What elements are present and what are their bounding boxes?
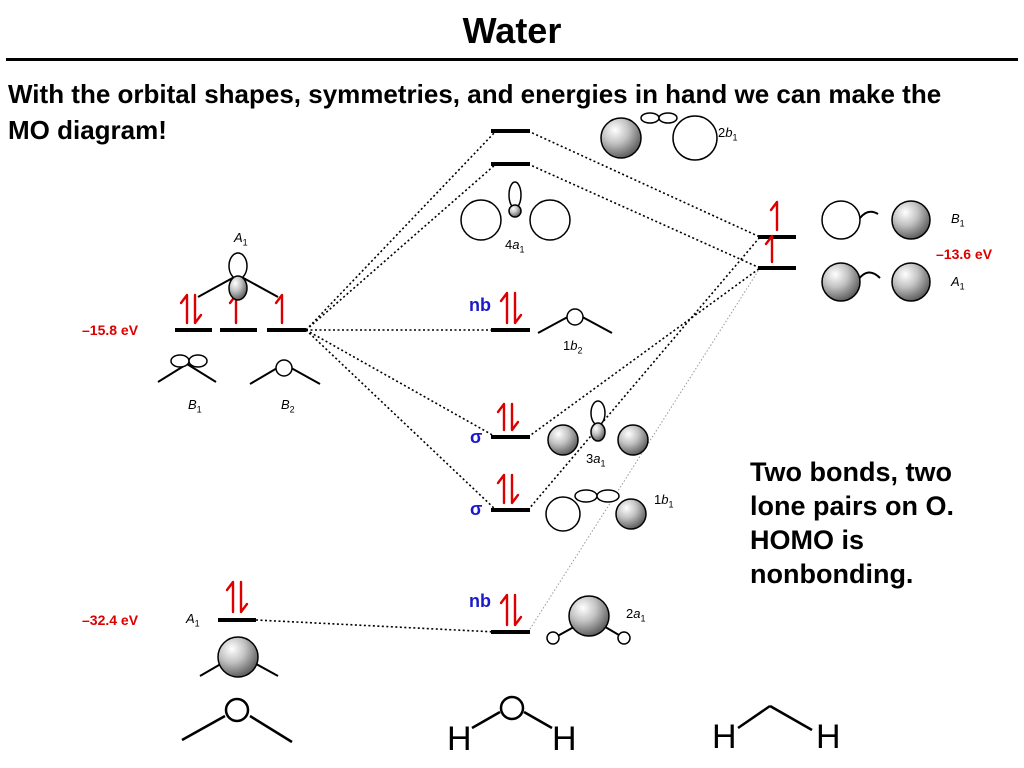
- mo-2a1-orbital-icon: [546, 595, 631, 645]
- o-b1-label: B1: [188, 397, 202, 415]
- o-a1-p-orbital-icon: [197, 252, 279, 301]
- electron-arrows: [179, 200, 779, 627]
- title-rule: [6, 58, 1018, 61]
- h-energy-label: –13.6 eV: [936, 246, 993, 262]
- h2-h-left-label: H: [712, 718, 737, 756]
- mo-1b1-label: 1b1: [654, 492, 674, 510]
- o-2s-orbital-icon: [199, 636, 279, 678]
- water-h-right-label: H: [552, 720, 577, 758]
- electron-arrow-o-b2: [274, 293, 284, 325]
- mo-1b2-tag: nb: [469, 295, 491, 315]
- water-molecule-icon: [471, 695, 553, 730]
- mo-1b1-tag: σ: [470, 499, 483, 519]
- water-h-left-label: H: [447, 720, 472, 758]
- electron-arrow-h-a1: [764, 234, 774, 264]
- oxygen-fragment-icon: [181, 697, 293, 744]
- mo-2a1-tag: nb: [469, 591, 491, 611]
- slide-subtitle: With the orbital shapes, symmetries, and…: [8, 79, 942, 145]
- slide-title: Water: [462, 10, 562, 51]
- h2-h-right-label: H: [816, 718, 841, 756]
- o-a1-label: A1: [234, 230, 248, 248]
- mo-1b2-label: 1b2: [563, 338, 583, 356]
- o-2s-a1-label: A1: [186, 611, 200, 629]
- mo-4a1-orbital-icon: [460, 181, 571, 241]
- correlation-lines: [255, 130, 761, 633]
- mo-3a1-orbital-icon: [547, 400, 649, 456]
- o-2s-energy-label: –32.4 eV: [82, 612, 139, 628]
- mo-3a1-tag: σ: [470, 427, 483, 447]
- h-a1-label: A1: [951, 274, 965, 292]
- electron-pair-arrow-o-b1: [179, 293, 203, 325]
- h-b1-label: B1: [951, 211, 965, 229]
- mo-1b1-orbital-icon: [545, 489, 647, 532]
- mo-3a1-label: 3a1: [586, 451, 606, 469]
- electron-pair-arrow-1b1: [496, 473, 520, 505]
- o-2p-energy-label: –15.8 eV: [82, 322, 139, 338]
- summary-note: Two bonds, two lone pairs on O. HOMO is …: [750, 457, 955, 589]
- h-a1-salc-icon: [821, 262, 931, 302]
- o-b2-orbital-icon: [249, 359, 321, 385]
- electron-arrow-h-b1: [769, 200, 779, 232]
- o-b1-orbital-icon: [157, 354, 217, 383]
- h-b1-salc-icon: [821, 200, 931, 240]
- energy-levels: [175, 129, 796, 634]
- h2-fragment-icon: [737, 704, 813, 732]
- electron-pair-arrow-o-2s: [225, 580, 249, 614]
- electron-pair-arrow-3a1: [496, 402, 520, 432]
- electron-pair-arrow-1b2: [499, 291, 523, 325]
- mo-1b2-orbital-icon: [537, 308, 613, 334]
- o-b2-label: B2: [281, 397, 295, 415]
- electron-pair-arrow-2a1: [499, 593, 523, 627]
- mo-4a1-label: 4a1: [505, 237, 525, 255]
- mo-2b1-label: 2b1: [718, 125, 738, 143]
- mo-2b1-orbital-icon: [600, 112, 718, 161]
- mo-2a1-label: 2a1: [626, 606, 646, 624]
